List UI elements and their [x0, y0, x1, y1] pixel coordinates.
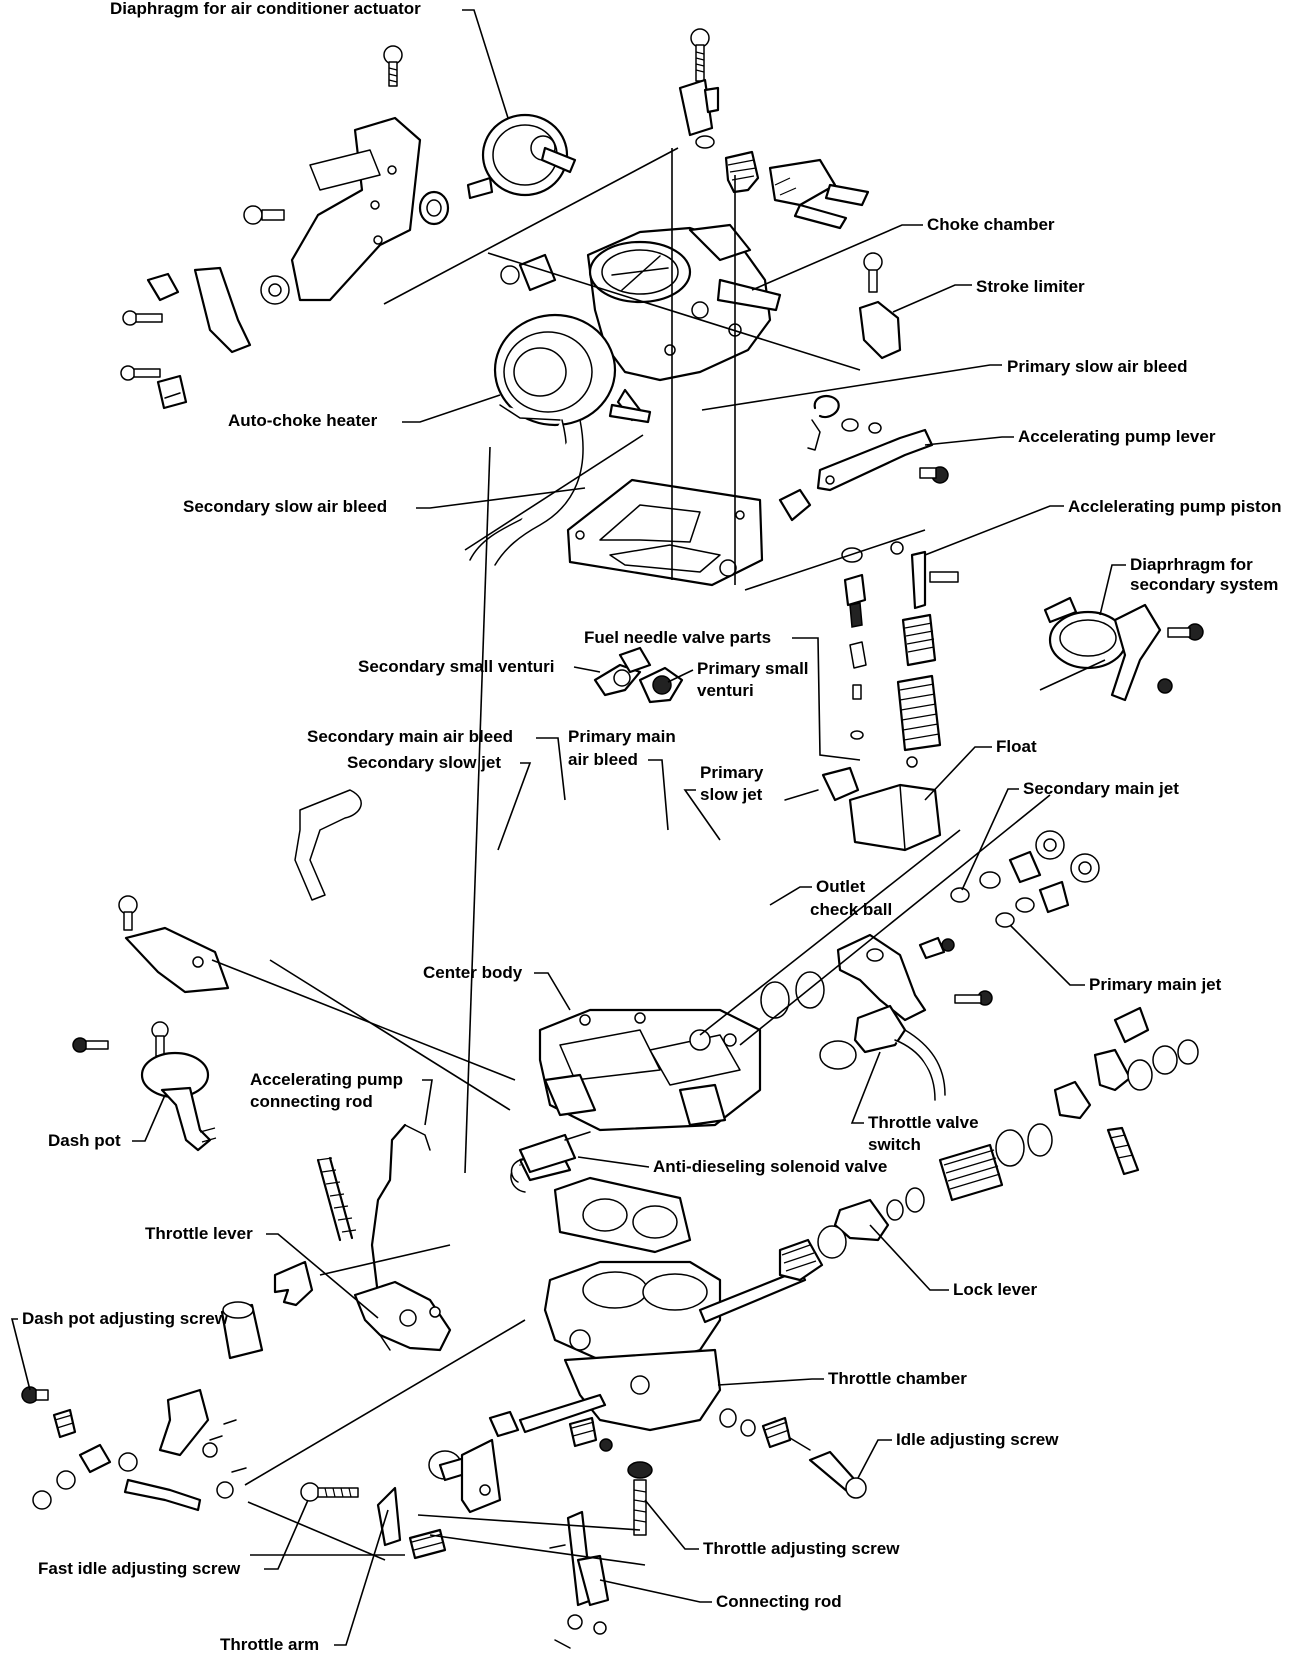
label-dash-pot: Dash pot: [48, 1094, 166, 1150]
label-diaphragm-secondary: Diaprhragm for secondary system: [1099, 555, 1278, 616]
label-fast-idle-adjusting-screw: Fast idle adjusting screw: [38, 1499, 309, 1578]
adjusting-screws: [300, 1408, 867, 1649]
lock-lever-cluster: [778, 1006, 1199, 1282]
switch-bracket: [760, 933, 993, 1101]
label-text: Throttle arm: [220, 1635, 319, 1654]
needle-and-piston: [841, 541, 959, 768]
pump-rod-and-springs: [294, 789, 431, 1297]
label-auto-choke-heater: Auto-choke heater: [228, 394, 501, 430]
solenoid-valve: [510, 1131, 591, 1183]
label-primary-slow-jet: Primary slow jet: [683, 763, 764, 841]
label-primary-small-venturi: Primary small venturi: [667, 659, 809, 700]
throttle-chamber-casting: [518, 1176, 807, 1434]
label-text: air bleed: [568, 750, 638, 769]
secondary-diaphragm: [1043, 596, 1204, 702]
label-text: Accelerating pump: [250, 1070, 403, 1089]
label-dash-pot-adjusting-screw: Dash pot adjusting screw: [10, 1309, 229, 1391]
label-text: Primary main: [568, 727, 676, 746]
label-text: Acclelerating pump piston: [1068, 497, 1281, 516]
label-throttle-chamber: Throttle chamber: [717, 1369, 967, 1388]
label-text: Secondary main air bleed: [307, 727, 513, 746]
label-text: Diaphragm for air conditioner actuator: [110, 0, 421, 18]
float-assembly: [784, 766, 942, 852]
throttle-lever-part: [353, 1280, 452, 1352]
label-accelerating-pump-piston: Acclelerating pump piston: [924, 497, 1281, 556]
labels: Diaphragm for air conditioner actuator C…: [10, 0, 1281, 1654]
label-text: Float: [996, 737, 1037, 756]
label-secondary-main-air-bleed: Secondary main air bleed: [307, 727, 566, 801]
label-secondary-main-jet: Secondary main jet: [961, 779, 1179, 891]
label-text: Secondary small venturi: [358, 657, 555, 676]
choke-chamber-casting: [469, 223, 782, 566]
label-throttle-arm: Throttle arm: [220, 1509, 389, 1654]
label-text: Throttle chamber: [828, 1369, 967, 1388]
label-connecting-rod: Connecting rod: [599, 1579, 842, 1611]
label-idle-adjusting-screw: Idle adjusting screw: [857, 1430, 1059, 1479]
label-primary-main-air-bleed: Primary main air bleed: [568, 727, 676, 831]
main-jets-cluster: [918, 830, 1100, 960]
label-outlet-check-ball: Outlet check ball: [769, 877, 892, 919]
choke-top-hardware: [678, 28, 902, 360]
label-text: Auto-choke heater: [228, 411, 378, 430]
label-text: Center body: [423, 963, 523, 982]
label-text: Connecting rod: [716, 1592, 842, 1611]
label-throttle-valve-switch: Throttle valve switch: [850, 1051, 979, 1154]
label-stroke-limiter: Stroke limiter: [892, 277, 1085, 313]
label-float: Float: [924, 737, 1037, 801]
label-text: Secondary main jet: [1023, 779, 1179, 798]
label-fuel-needle-valve-parts: Fuel needle valve parts: [584, 628, 861, 761]
label-text: Lock lever: [953, 1280, 1037, 1299]
label-text: switch: [868, 1135, 921, 1154]
label-lock-lever: Lock lever: [869, 1224, 1037, 1299]
label-primary-slow-air-bleed: Primary slow air bleed: [701, 357, 1187, 411]
label-throttle-adjusting-screw: Throttle adjusting screw: [644, 1499, 900, 1558]
label-text: Fast idle adjusting screw: [38, 1559, 241, 1578]
label-text: Primary: [700, 763, 764, 782]
label-text: Stroke limiter: [976, 277, 1085, 296]
label-text: Primary main jet: [1089, 975, 1222, 994]
label-text: secondary system: [1130, 575, 1278, 594]
label-accelerating-pump-rod: Accelerating pump connecting rod: [250, 1070, 433, 1126]
label-text: check ball: [810, 900, 892, 919]
ac-bracket-assembly: [120, 45, 422, 410]
label-text: slow jet: [700, 785, 763, 804]
label-text: Primary small: [697, 659, 809, 678]
label-text: Accelerating pump lever: [1018, 427, 1216, 446]
label-choke-chamber: Choke chamber: [751, 215, 1055, 291]
label-throttle-lever: Throttle lever: [145, 1224, 379, 1319]
pump-lever-cluster: [778, 394, 949, 522]
label-secondary-small-venturi: Secondary small venturi: [358, 657, 601, 676]
label-text: venturi: [697, 681, 754, 700]
assembly-lines: [211, 147, 1106, 1566]
label-text: Throttle adjusting screw: [703, 1539, 900, 1558]
label-text: Choke chamber: [927, 215, 1055, 234]
label-primary-main-jet: Primary main jet: [1009, 924, 1222, 994]
label-text: Throttle valve: [868, 1113, 979, 1132]
parts-drawing: [21, 28, 1204, 1649]
lower-left-hardware: [21, 1260, 314, 1512]
upper-gasket: [566, 478, 764, 587]
label-text: Diaprhragm for: [1130, 555, 1253, 574]
label-secondary-slow-jet: Secondary slow jet: [347, 753, 532, 851]
label-text: Primary slow air bleed: [1007, 357, 1187, 376]
label-text: Idle adjusting screw: [896, 1430, 1059, 1449]
label-text: connecting rod: [250, 1092, 373, 1111]
dash-pot-assembly: [72, 895, 230, 1152]
label-center-body: Center body: [423, 963, 571, 1011]
ac-actuator-diaphragm: [418, 113, 577, 226]
label-anti-dieseling-solenoid: Anti-dieseling solenoid valve: [577, 1156, 887, 1176]
label-accelerating-pump-lever: Accelerating pump lever: [924, 427, 1216, 446]
label-text: Dash pot: [48, 1131, 121, 1150]
label-text: Outlet: [816, 877, 865, 896]
label-secondary-slow-air-bleed: Secondary slow air bleed: [183, 487, 586, 516]
label-text: Secondary slow air bleed: [183, 497, 387, 516]
label-text: Secondary slow jet: [347, 753, 501, 772]
label-text: Fuel needle valve parts: [584, 628, 771, 647]
label-text: Anti-dieseling solenoid valve: [653, 1157, 887, 1176]
label-text: Throttle lever: [145, 1224, 253, 1243]
label-diaphragm-ac-actuator: Diaphragm for air conditioner actuator: [110, 0, 509, 119]
label-text: Dash pot adjusting screw: [22, 1309, 229, 1328]
small-venturi-parts: [593, 646, 684, 704]
